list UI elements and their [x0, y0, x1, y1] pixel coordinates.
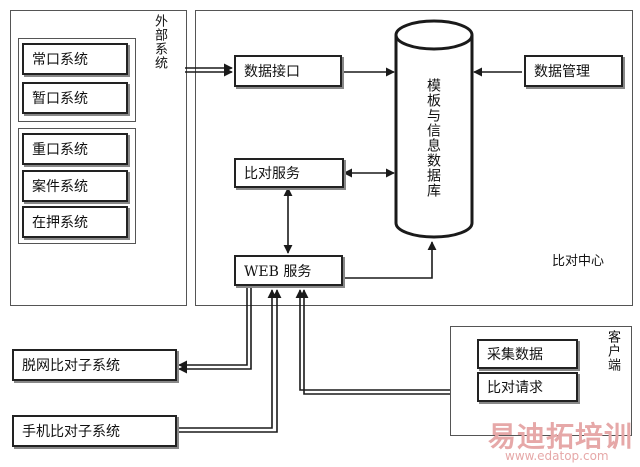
data-interface-box: 数据接口: [234, 55, 342, 87]
comparison-center-label: 比对中心: [552, 254, 605, 269]
watermark-url: www.edatop.com: [505, 449, 609, 463]
database-label: 模板与信息数据库: [425, 78, 441, 198]
external-system-changkou: 常口系统: [22, 43, 128, 75]
compare-request-box: 比对请求: [477, 372, 578, 402]
watermark-brand: 易迪拓培训: [488, 420, 634, 453]
external-system-zankou: 暂口系统: [22, 82, 128, 114]
offline-subsystem-box: 脱网比对子系统: [12, 349, 177, 381]
mobile-subsystem-box: 手机比对子系统: [12, 415, 177, 447]
client-label: 客户端: [605, 330, 620, 372]
external-systems-label: 外部系统: [152, 14, 167, 70]
compare-service-box: 比对服务: [234, 158, 344, 188]
data-management-box: 数据管理: [524, 55, 623, 87]
external-system-zaiya: 在押系统: [22, 206, 128, 238]
collect-data-box: 采集数据: [477, 339, 578, 369]
external-system-anjian: 案件系统: [22, 170, 128, 202]
web-service-box: WEB 服务: [234, 255, 343, 286]
external-system-zhongkou: 重口系统: [22, 133, 128, 165]
